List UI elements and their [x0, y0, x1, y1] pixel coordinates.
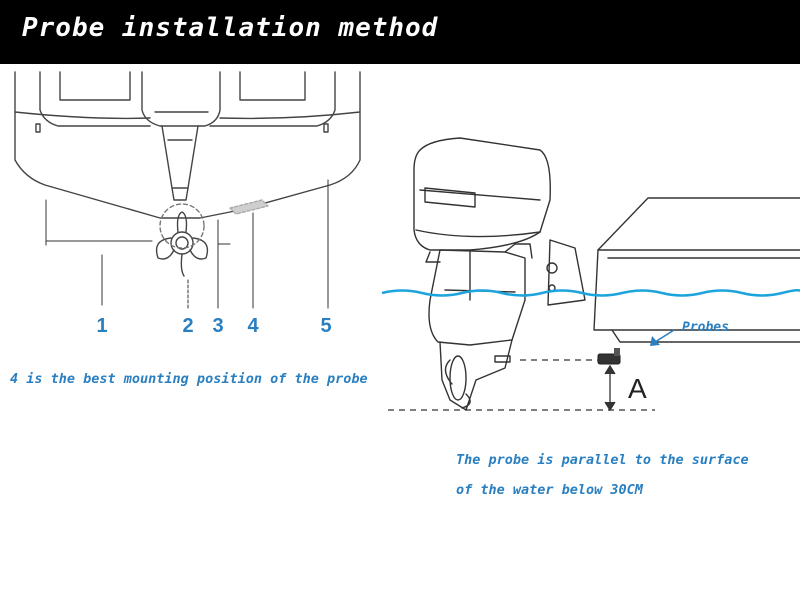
- water-line: [381, 289, 800, 297]
- boat-rear-view: [14, 71, 361, 309]
- probes-label: Probes: [682, 320, 729, 335]
- rear-view-caption: 4 is the best mounting position of the p…: [10, 371, 368, 387]
- position-label-3: 3: [212, 315, 223, 337]
- title-bar: Probe installation method: [0, 0, 800, 64]
- position-label-1: 1: [96, 315, 107, 337]
- position-labels: 1 2 3 4 5: [96, 315, 331, 337]
- position-label-2: 2: [182, 315, 193, 337]
- probes-arrow: [650, 329, 675, 346]
- position-label-4: 4: [247, 315, 259, 337]
- installation-diagram: 1 2 3 4 5: [14, 71, 800, 412]
- side-view-caption-line1: The probe is parallel to the surface: [456, 452, 749, 468]
- depth-reference: [388, 359, 655, 412]
- side-view-caption-line2: of the water below 30CM: [456, 482, 643, 498]
- boat-side-view: [413, 137, 800, 411]
- depth-label-a: A: [628, 373, 647, 404]
- page-title: Probe installation method: [22, 13, 439, 43]
- position-label-5: 5: [320, 315, 331, 337]
- probe-icon: [597, 348, 621, 365]
